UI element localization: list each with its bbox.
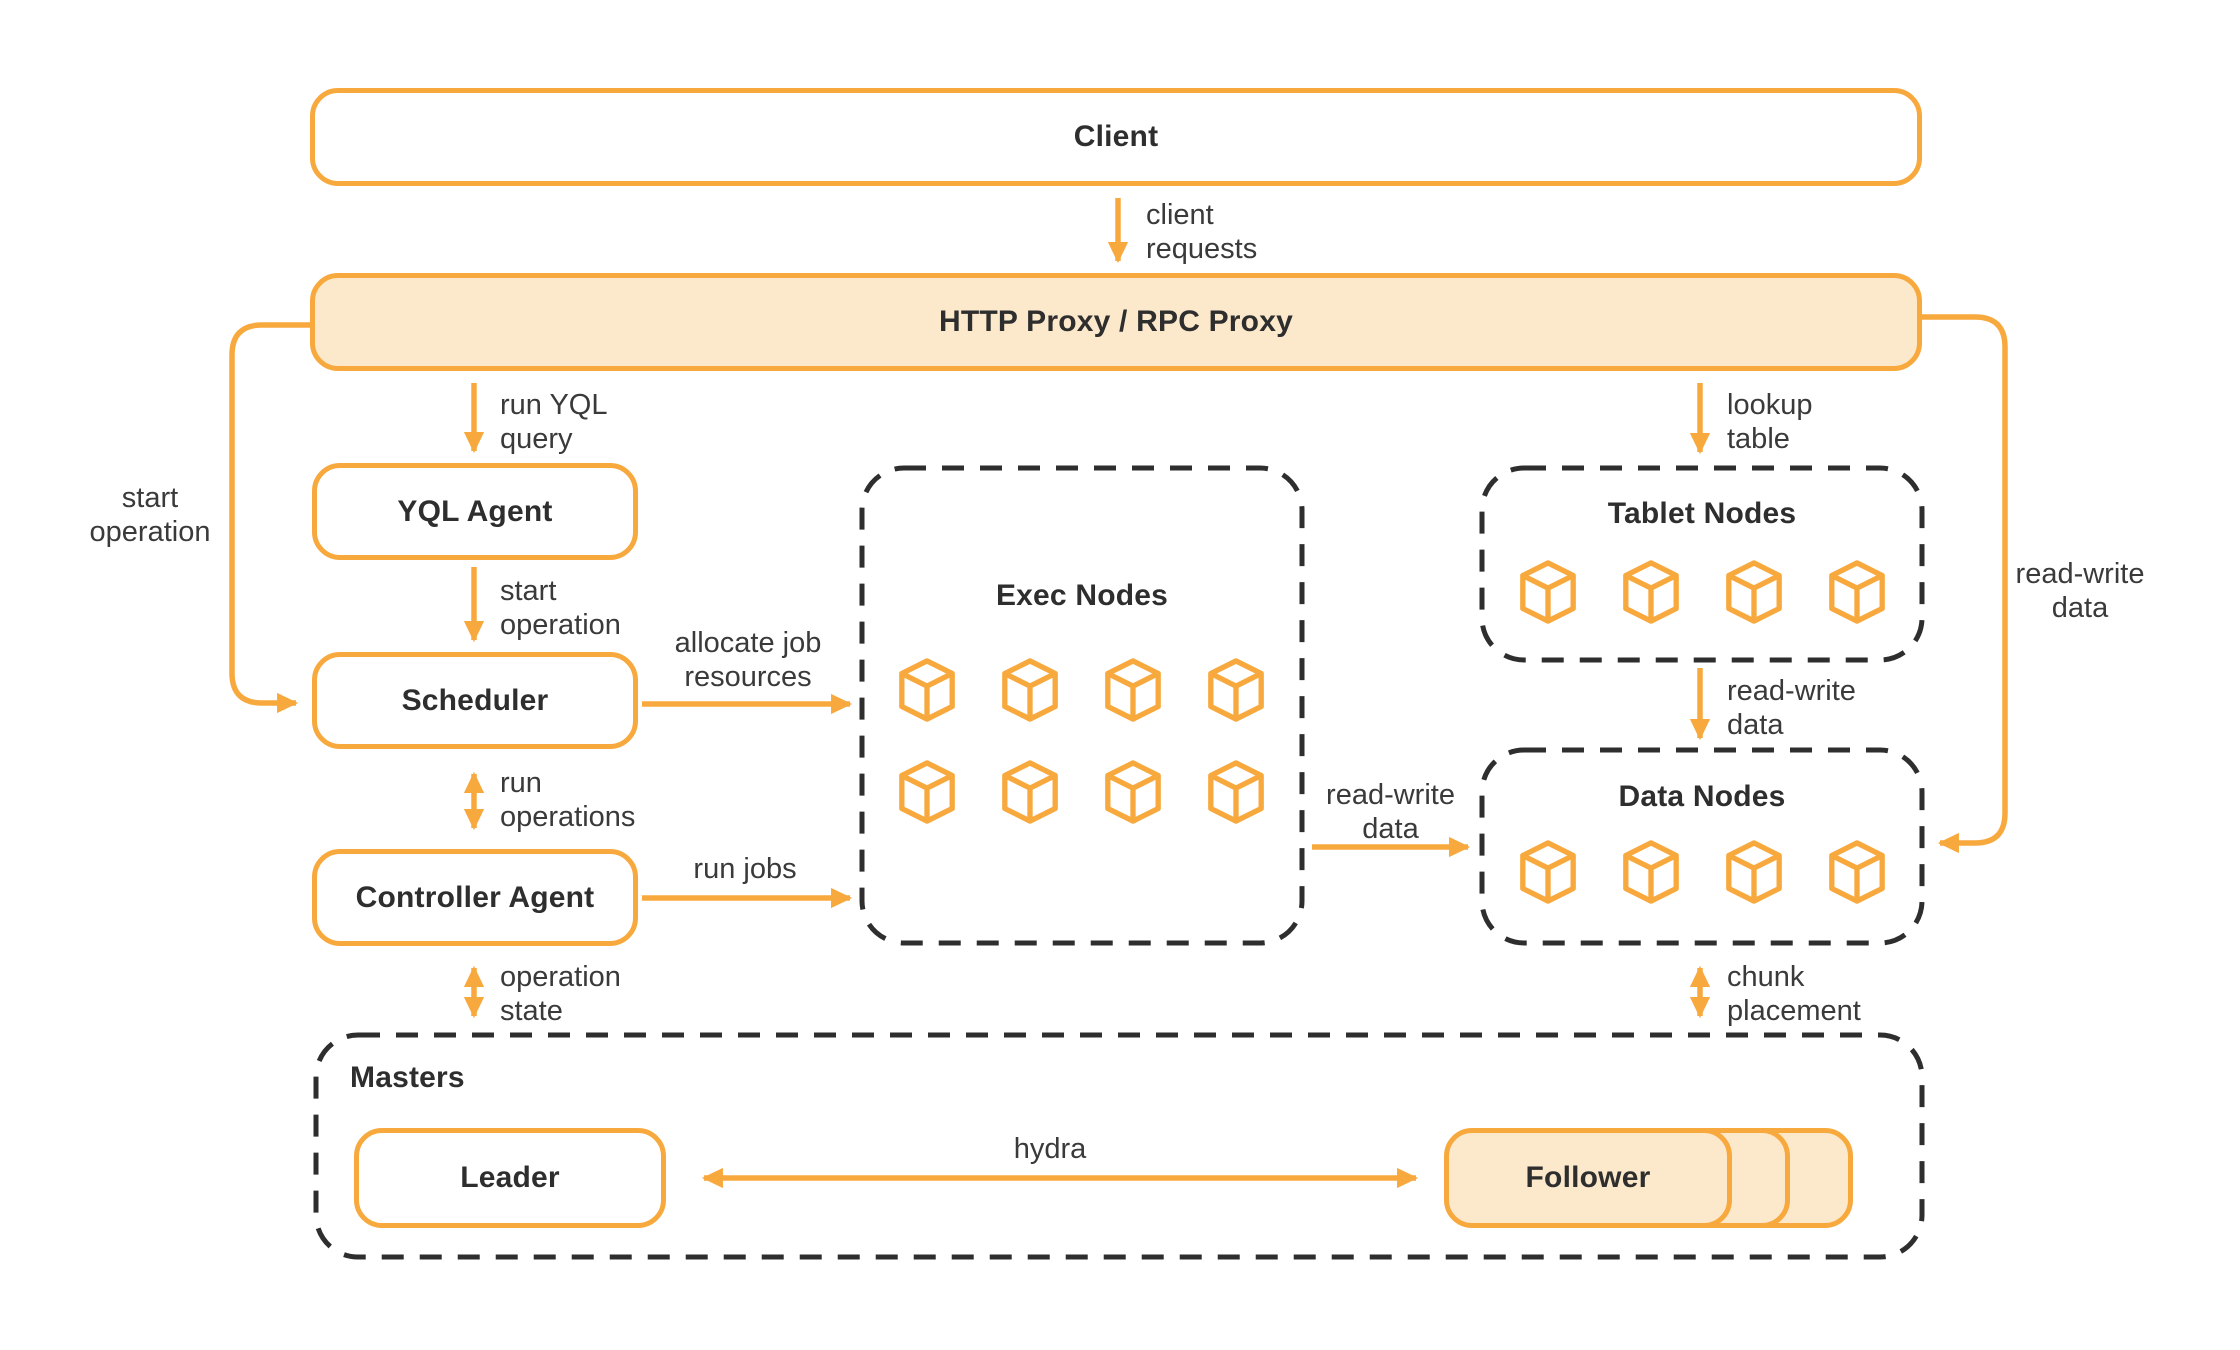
yql-agent-label: YQL Agent	[397, 494, 553, 528]
cube-icon	[1517, 558, 1579, 626]
cube-icon	[1620, 838, 1682, 906]
edge-label-read-write-tablet-data: read-write data	[1727, 675, 1856, 741]
edge-label-run-yql-query: run YQL query	[500, 389, 608, 455]
cube-icon	[896, 758, 958, 826]
edge-label-read-write-right: read-write data	[2015, 558, 2145, 624]
scheduler-node: Scheduler	[312, 652, 638, 749]
leader-node: Leader	[354, 1128, 666, 1228]
tablet-nodes-group-border	[1479, 465, 1925, 663]
yql-agent-node: YQL Agent	[312, 463, 638, 560]
edge-label-run-operations: run operations	[500, 767, 636, 833]
leader-label: Leader	[460, 1161, 560, 1194]
client-node: Client	[310, 88, 1922, 186]
cube-icon	[1826, 838, 1888, 906]
edge-label-read-write-exec-data: read-write data	[1326, 779, 1455, 845]
data-nodes-title: Data Nodes	[1618, 780, 1786, 813]
http-rpc-proxy-node: HTTP Proxy / RPC Proxy	[310, 273, 1922, 371]
edge-label-start-operation: start operation	[500, 575, 621, 641]
arrow-read-write-proxy-data	[1922, 314, 2008, 854]
masters-group-border	[313, 1032, 1925, 1260]
data-nodes-group-border	[1479, 747, 1925, 946]
edge-label-operation-state: operation state	[500, 961, 621, 1027]
edge-label-lookup-table: lookup table	[1727, 389, 1813, 455]
exec-nodes-group-border	[859, 465, 1305, 946]
edge-label-client-requests: client requests	[1146, 199, 1258, 265]
cube-icon	[1826, 558, 1888, 626]
exec-nodes-title: Exec Nodes	[995, 579, 1169, 612]
masters-title: Masters	[350, 1061, 465, 1094]
cube-icon	[1723, 838, 1785, 906]
arrow-start-operation-proxy-scheduler	[229, 322, 313, 714]
scheduler-label: Scheduler	[401, 683, 549, 717]
cube-icon	[1102, 758, 1164, 826]
cube-icon	[896, 656, 958, 724]
cube-icon	[1723, 558, 1785, 626]
edge-label-run-jobs: run jobs	[693, 853, 797, 885]
controller-agent-label: Controller Agent	[355, 880, 595, 914]
cube-icon	[1205, 656, 1267, 724]
cube-icon	[1517, 838, 1579, 906]
cube-icon	[999, 758, 1061, 826]
controller-agent-node: Controller Agent	[312, 849, 638, 946]
cube-icon	[999, 656, 1061, 724]
cube-icon	[1620, 558, 1682, 626]
proxy-label: HTTP Proxy / RPC Proxy	[939, 305, 1293, 338]
client-label: Client	[1073, 120, 1159, 153]
edge-label-hydra: hydra	[1013, 1133, 1087, 1165]
follower-node: Follower	[1444, 1128, 1732, 1228]
cube-icon	[1205, 758, 1267, 826]
edge-label-start-operation-left: start operation	[89, 482, 211, 548]
follower-label: Follower	[1525, 1161, 1651, 1194]
cube-icon	[1102, 656, 1164, 724]
edge-label-allocate-job-resources: allocate job resources	[674, 627, 822, 693]
edge-label-chunk-placement: chunk placement	[1727, 961, 1861, 1027]
tablet-nodes-title: Tablet Nodes	[1607, 497, 1797, 530]
